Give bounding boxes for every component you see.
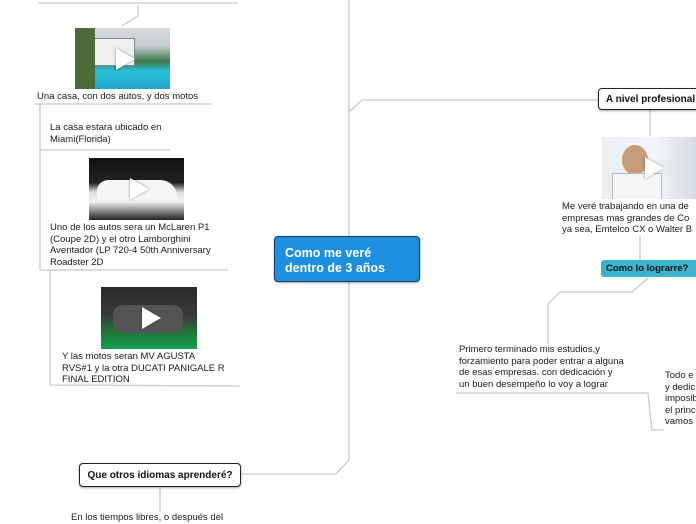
house-video-thumbnail[interactable] [75,28,170,89]
dedication-text: Todo e y dedic imposib el princ vamos [665,370,696,427]
how-topic[interactable]: Como lo lograrre? [601,260,696,277]
house-caption: Una casa, con dos autos, y dos motos [37,91,199,102]
person-head-shape [622,145,648,175]
play-icon [142,307,161,329]
car-video-thumbnail[interactable] [89,158,184,220]
work-video-thumbnail[interactable] [602,137,696,199]
location-text: La casa estara ubicado en Miami(Florida) [50,122,162,145]
cars-text: Uno de los autos sera un McLaren P1 (Cou… [50,222,211,268]
plan-text: Primero terminado mis estudios,y forzami… [459,344,624,390]
free-time-text: En los tiempos libres, o después del [71,512,224,523]
languages-topic[interactable]: Que otros idiomas aprenderé? [79,463,241,487]
play-icon [115,47,135,70]
play-icon [129,178,149,200]
motos-text: Y las motos seran MV AGUSTA RVS#1 y la o… [62,351,225,385]
trees-shape [75,28,95,89]
central-topic[interactable]: Como me veré dentro de 3 años [274,236,420,282]
work-text: Me veré trabajando en una de empresas ma… [562,201,693,235]
professional-topic[interactable]: A nivel profesional [598,88,696,110]
moto-video-thumbnail[interactable] [101,287,197,349]
play-icon [645,157,664,179]
